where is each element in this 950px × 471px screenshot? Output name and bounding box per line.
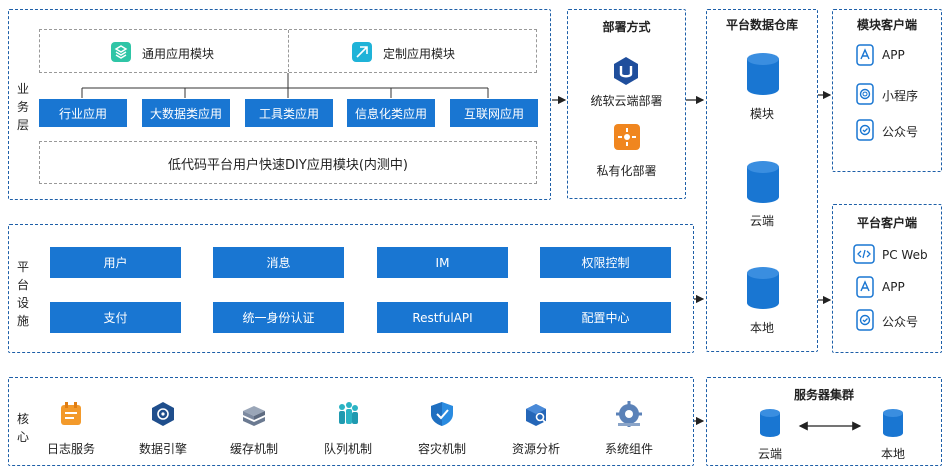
module-client-official-account-icon <box>856 119 874 141</box>
module-client-miniprogram-label: 小程序 <box>882 89 919 103</box>
business-layer-panel <box>8 9 551 200</box>
queue-label: 队列机制 <box>323 442 372 456</box>
deploy-title: 部署方式 <box>602 20 651 34</box>
cloud-deploy-icon <box>610 55 642 87</box>
resource-analysis-label: 资源分析 <box>511 442 560 456</box>
platform-client-official-account-label: 公众号 <box>882 315 919 329</box>
warehouse-panel <box>706 9 818 352</box>
private-deploy-label: 私有化部署 <box>596 164 657 178</box>
private-deploy-icon <box>613 123 641 151</box>
platform-user: 用户 <box>50 247 181 278</box>
disaster-recovery-icon <box>428 400 456 428</box>
system-component-icon <box>615 400 643 428</box>
core-layer-panel <box>8 377 694 466</box>
platform-layer-panel <box>8 224 694 353</box>
data-engine-icon <box>149 400 177 428</box>
module-client-title: 模块客户端 <box>856 18 917 32</box>
warehouse-local-label: 本地 <box>749 321 774 335</box>
module-client-app-label: APP <box>882 48 905 62</box>
platform-client-title: 平台客户端 <box>856 216 917 230</box>
platform-client-panel <box>832 204 942 353</box>
cache-label: 缓存机制 <box>229 442 278 456</box>
disaster-recovery-label: 容灾机制 <box>417 442 466 456</box>
resource-analysis-icon <box>522 400 550 428</box>
platform-permission: 权限控制 <box>540 247 671 278</box>
warehouse-title: 平台数据仓库 <box>725 18 798 32</box>
platform-client-app-icon <box>856 276 874 298</box>
log-service-label: 日志服务 <box>46 442 95 456</box>
cluster-title: 服务器集群 <box>793 388 854 402</box>
cluster-panel <box>706 377 942 466</box>
lowcode-label: 低代码平台用户快速DIY应用模块(内测中) <box>168 158 408 173</box>
app-informatization: 信息化类应用 <box>347 99 435 127</box>
queue-icon <box>334 400 362 428</box>
cluster-cloud-label: 云端 <box>757 447 782 461</box>
warehouse-cloud-label: 云端 <box>749 214 774 228</box>
cluster-local-db-icon <box>881 408 905 438</box>
app-bigdata: 大数据类应用 <box>142 99 230 127</box>
log-service-icon <box>57 400 85 428</box>
module-client-official-account-label: 公众号 <box>882 125 919 139</box>
app-internet: 互联网应用 <box>450 99 538 127</box>
platform-client-pcweb-label: PC Web <box>882 248 928 262</box>
cloud-deploy-label: 统软云端部署 <box>590 94 663 108</box>
app-industry: 行业应用 <box>39 99 127 127</box>
warehouse-module-db-icon <box>745 52 781 96</box>
lowcode-box <box>39 141 537 184</box>
platform-restfulapi: RestfulAPI <box>377 302 508 333</box>
business-connectors <box>81 73 489 98</box>
app-tools: 工具类应用 <box>245 99 333 127</box>
platform-client-official-account-icon <box>856 309 874 331</box>
warehouse-cloud-db-icon <box>745 160 781 204</box>
custom-module-label: 定制应用模块 <box>383 47 456 61</box>
module-client-app-icon <box>856 44 874 66</box>
custom-module-icon <box>351 41 373 63</box>
platform-sso: 统一身份认证 <box>213 302 344 333</box>
module-client-miniprogram-icon <box>856 83 874 105</box>
warehouse-local-db-icon <box>745 266 781 310</box>
cache-icon <box>240 400 268 428</box>
platform-config: 配置中心 <box>540 302 671 333</box>
top-modules-box <box>39 29 537 73</box>
general-module-icon <box>110 41 132 63</box>
system-component-label: 系统组件 <box>604 442 653 456</box>
general-module-label: 通用应用模块 <box>142 47 215 61</box>
cluster-local-label: 本地 <box>880 447 905 461</box>
business-layer-label: 业务层 <box>16 82 29 132</box>
platform-im: IM <box>377 247 508 278</box>
platform-payment: 支付 <box>50 302 181 333</box>
top-modules-divider <box>288 30 289 72</box>
platform-message: 消息 <box>213 247 344 278</box>
module-client-panel <box>832 9 942 172</box>
deploy-panel <box>567 9 686 199</box>
data-engine-label: 数据引擎 <box>138 442 187 456</box>
warehouse-module-label: 模块 <box>749 107 774 121</box>
platform-client-pcweb-icon <box>853 244 875 264</box>
platform-client-app-label: APP <box>882 280 905 294</box>
core-layer-label: 核心 <box>16 412 29 444</box>
platform-layer-label: 平台设施 <box>16 260 29 328</box>
cluster-cloud-db-icon <box>758 408 782 438</box>
